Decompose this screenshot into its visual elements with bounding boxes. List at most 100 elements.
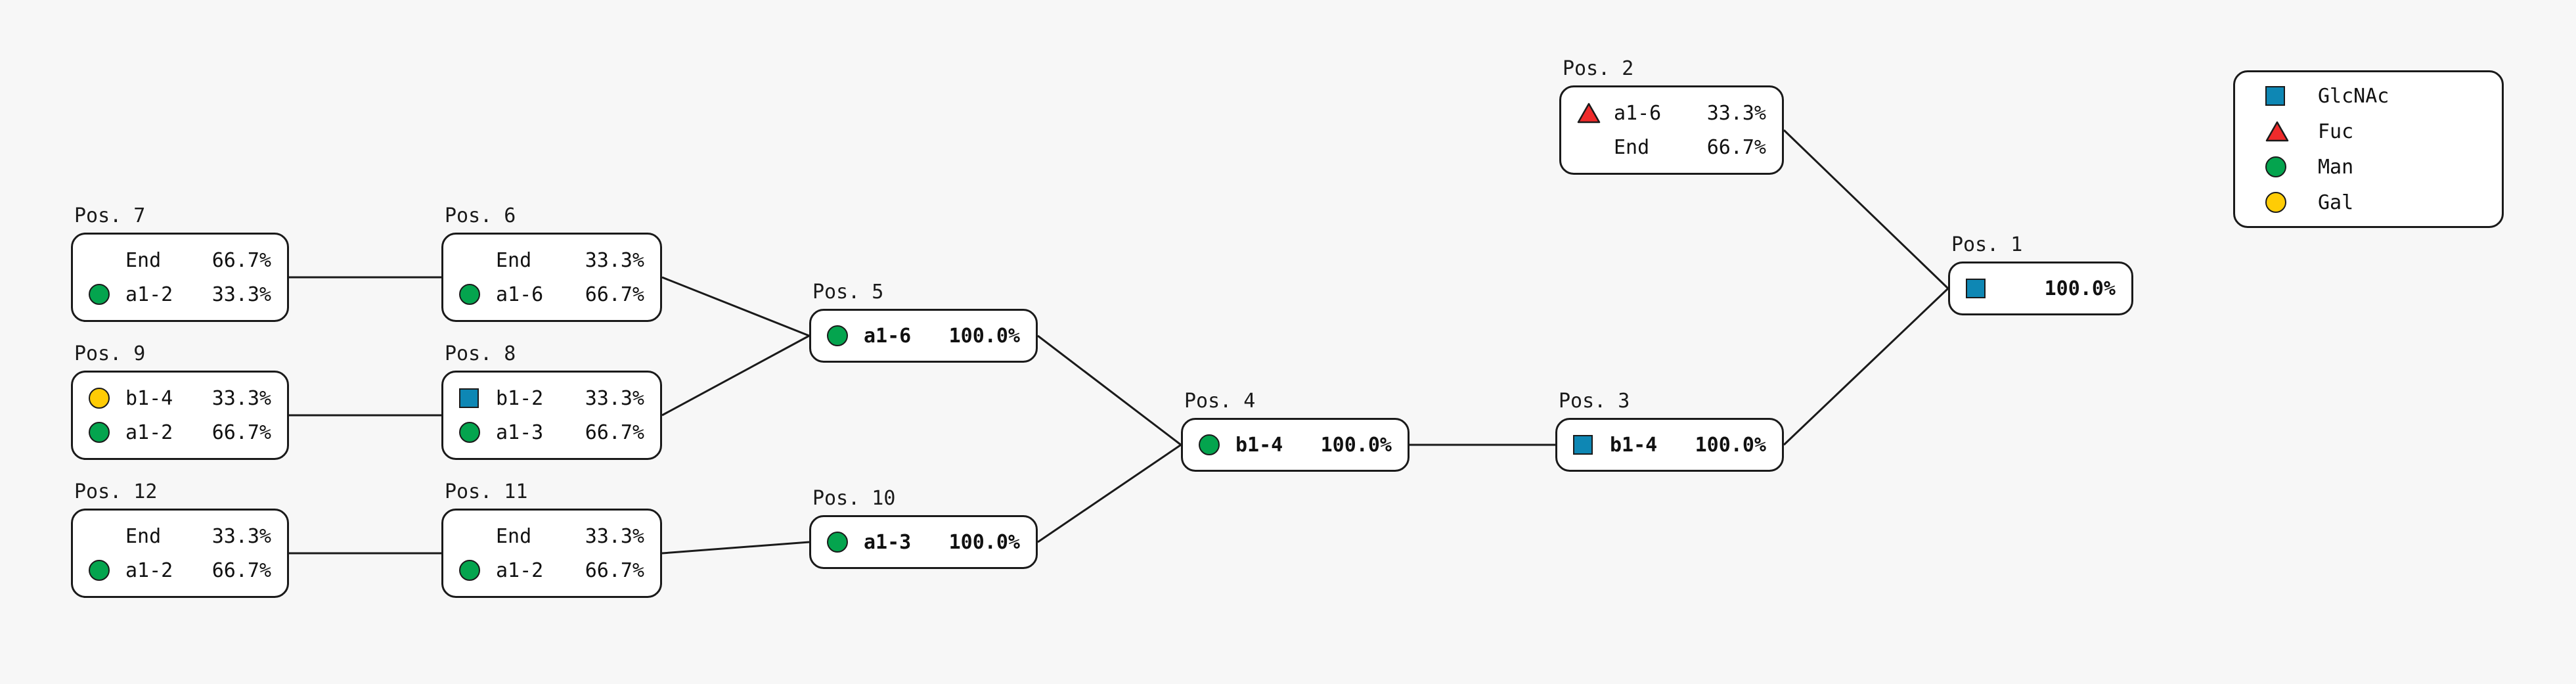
node-row: b1-4 33.3% <box>89 381 271 415</box>
legend-icon-slot <box>2265 121 2318 142</box>
legend-icon-slot <box>2265 192 2318 213</box>
fuc-triangle-icon <box>1577 103 1601 124</box>
row-linkage-label: End <box>496 524 532 548</box>
row-linkage-label: End <box>496 248 532 272</box>
row-linkage-label: b1-2 <box>496 386 544 410</box>
node-title: Pos. 12 <box>74 480 158 503</box>
row-linkage-label: b1-4 <box>1235 433 1283 457</box>
man-circle-icon <box>459 284 480 305</box>
row-icon-slot <box>459 557 496 583</box>
row-linkage-label: a1-3 <box>864 530 912 554</box>
node-pos4[interactable]: Pos. 4 b1-4 100.0% <box>1181 390 1410 472</box>
row-linkage-label: End <box>125 524 162 548</box>
row-percentage: 100.0% <box>948 530 1020 554</box>
node-title: Pos. 10 <box>812 487 896 510</box>
edge-pos8-to-pos5 <box>661 334 810 417</box>
row-percentage: 33.3% <box>211 524 271 548</box>
row-percentage: 100.0% <box>1320 433 1392 457</box>
node-rows: 100.0% <box>1950 271 2131 306</box>
row-icon-slot <box>1577 100 1614 126</box>
node-row: 100.0% <box>1966 271 2116 306</box>
man-circle-icon <box>89 560 110 581</box>
row-percentage: 33.3% <box>585 248 644 272</box>
edge-pos2-to-pos1 <box>1783 129 1949 290</box>
node-row: b1-2 33.3% <box>459 381 644 415</box>
legend-item-fuc: Fuc <box>2265 114 2502 149</box>
man-circle-icon <box>459 422 480 443</box>
node-pos10[interactable]: Pos. 10 a1-3 100.0% <box>809 487 1038 569</box>
legend-item-man: Man <box>2265 149 2502 185</box>
row-linkage-label: a1-2 <box>125 421 173 444</box>
row-icon-slot <box>1573 432 1610 458</box>
row-icon-slot <box>459 281 496 308</box>
row-percentage: 66.7% <box>585 559 644 582</box>
row-icon-slot <box>89 523 125 549</box>
row-icon-slot <box>1966 275 2003 302</box>
node-row: a1-3 100.0% <box>827 525 1020 559</box>
node-rows: b1-4 100.0% <box>1557 428 1782 462</box>
row-percentage: 33.3% <box>1706 101 1766 125</box>
row-linkage-label: a1-6 <box>864 324 912 348</box>
row-linkage-label: a1-2 <box>125 283 173 306</box>
row-percentage: 66.7% <box>211 248 271 272</box>
glcnac-square-icon <box>1966 279 1986 298</box>
row-linkage-label: a1-6 <box>496 283 544 306</box>
row-icon-slot <box>89 247 125 273</box>
row-percentage: 100.0% <box>948 324 1020 348</box>
man-circle-icon <box>2265 156 2286 177</box>
row-linkage-label: b1-4 <box>1610 433 1658 457</box>
row-percentage: 66.7% <box>211 421 271 444</box>
row-percentage: 33.3% <box>211 386 271 410</box>
node-title: Pos. 7 <box>74 204 146 227</box>
row-percentage: 100.0% <box>1695 433 1766 457</box>
node-row: b1-4 100.0% <box>1573 428 1766 462</box>
node-title: Pos. 3 <box>1559 390 1630 413</box>
edge-pos10-to-pos4 <box>1037 444 1182 543</box>
node-row: End 33.3% <box>459 243 644 277</box>
node-pos3[interactable]: Pos. 3 b1-4 100.0% <box>1555 390 1784 472</box>
node-row: a1-2 66.7% <box>89 415 271 449</box>
edge-pos6-to-pos5 <box>661 276 810 337</box>
legend-item-gal: Gal <box>2265 185 2502 220</box>
row-icon-slot <box>827 323 864 349</box>
legend-label: Gal <box>2318 191 2354 214</box>
row-percentage: 66.7% <box>1706 135 1766 159</box>
man-circle-icon <box>827 325 848 346</box>
edge-pos5-to-pos4 <box>1037 334 1182 446</box>
node-title: Pos. 1 <box>1951 233 2023 256</box>
fuc-triangle-icon <box>2265 121 2289 142</box>
row-icon-slot <box>459 523 496 549</box>
node-pos1[interactable]: Pos. 1 100.0% <box>1948 233 2133 315</box>
row-icon-slot <box>1577 134 1614 160</box>
glcnac-square-icon <box>1573 435 1593 455</box>
legend-icon-slot <box>2265 86 2318 106</box>
node-row: End 33.3% <box>89 519 271 553</box>
row-icon-slot <box>459 247 496 273</box>
node-title: Pos. 4 <box>1184 390 1256 413</box>
gal-circle-icon <box>89 388 110 409</box>
node-row: b1-4 100.0% <box>1199 428 1392 462</box>
legend-icon-slot <box>2265 156 2318 177</box>
row-icon-slot <box>89 419 125 445</box>
row-linkage-label: b1-4 <box>125 386 173 410</box>
row-percentage: 33.3% <box>585 386 644 410</box>
